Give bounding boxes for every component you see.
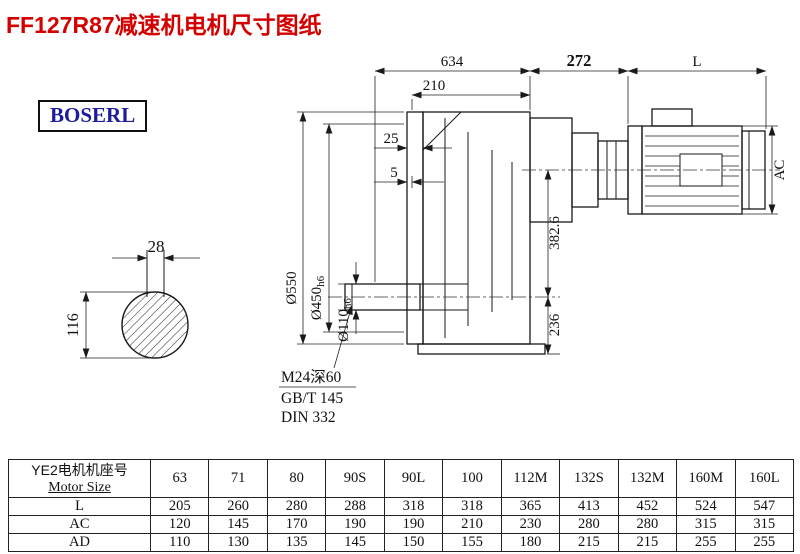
value-cell: 318 [383,497,444,516]
motor-size-cell: 160L [734,459,795,498]
motor-size-cell: 112M [500,459,561,498]
value-cell: 205 [149,497,210,516]
page-title: FF127R87减速机电机尺寸图纸 [6,12,322,38]
value-cell: 280 [266,497,327,516]
note-gb-standard: GB/T 145 [281,390,343,407]
value-cell: 210 [442,515,502,534]
value-cell: 110 [149,533,210,552]
shaft-cross-section [121,250,189,359]
dia-110-value: Ø110 [336,309,352,342]
value-cell: 255 [676,533,736,552]
dim-634-label: 634 [441,54,464,70]
dimension-drawing: 634 272 L 210 25 5 AC 382.6 236 Ø550 Ø45… [65,51,788,426]
motor-size-header-cell: YE2电机机座号 Motor Size [8,459,151,498]
dim-5-label: 5 [390,165,398,181]
motor-size-cell: 90S [325,459,385,498]
value-cell: 315 [676,515,736,534]
dia-450-label: Ø450h6 [309,275,327,320]
value-cell: 215 [559,533,619,552]
dim-28-label: 28 [148,237,165,256]
note-din-standard: DIN 332 [281,409,336,426]
value-cell: 288 [325,497,385,516]
dim-AC-label: AC [772,160,788,181]
value-cell: 280 [559,515,619,534]
value-cell: 452 [617,497,678,516]
note-thread: M24深60 [281,368,342,386]
value-cell: 260 [208,497,268,516]
dia-450-value: Ø450 [309,287,325,320]
dia-110-tolerance: h6 [342,298,354,310]
dim-382-label: 382.6 [547,216,563,250]
value-cell: 145 [325,533,385,552]
dimension-labels: 634 272 L 210 25 5 AC 382.6 236 Ø550 Ø45… [65,51,788,426]
centerlines [328,169,780,298]
dim-272-label: 272 [567,51,592,70]
value-cell: 170 [266,515,327,534]
value-cell: 180 [500,533,561,552]
value-cell: 155 [442,533,502,552]
value-cell: 413 [559,497,619,516]
motor-size-header-cn: YE2电机机座号 [31,462,128,478]
dia-450-tolerance: h6 [315,275,327,287]
shaft-section-circle [121,291,189,359]
motor-size-cell: 71 [208,459,268,498]
dim-210-label: 210 [423,78,446,94]
value-cell: 130 [208,533,268,552]
dim-L-label: L [692,54,701,70]
motor-size-cell: 160M [676,459,736,498]
dia-550-label: Ø550 [284,271,300,304]
motor-size-cell: 90L [383,459,444,498]
value-cell: 255 [734,533,795,552]
motor-size-cell: 132S [559,459,619,498]
dia-110-label: Ø110h6 [336,298,354,342]
terminal-box [651,108,693,127]
value-cell: 215 [617,533,678,552]
value-cell: 524 [676,497,736,516]
motor-size-cell: 132M [617,459,678,498]
value-cell: 190 [383,515,444,534]
value-cell: 315 [734,515,795,534]
value-cell: 190 [325,515,385,534]
value-cell: 145 [208,515,268,534]
row-label-cell: AC [8,515,151,534]
value-cell: 547 [734,497,795,516]
value-cell: 150 [383,533,444,552]
value-cell: 318 [442,497,502,516]
value-cell: 280 [617,515,678,534]
dim-25-label: 25 [384,131,399,147]
value-cell: 365 [500,497,561,516]
value-cell: 120 [149,515,210,534]
value-cell: 135 [266,533,327,552]
motor-size-cell: 100 [442,459,502,498]
dimension-lines [80,67,778,388]
motor-size-header-en: Motor Size [48,480,111,495]
gear-housing [422,111,531,345]
brand-logo: BOSERL [38,100,148,132]
dim-236-label: 236 [547,313,563,336]
motor-size-cell: 63 [149,459,210,498]
motor-size-cell: 80 [266,459,327,498]
row-label-cell: L [8,497,151,516]
mounting-foot [417,343,546,355]
row-label-cell: AD [8,533,151,552]
value-cell: 230 [500,515,561,534]
dim-116-label: 116 [65,313,82,336]
